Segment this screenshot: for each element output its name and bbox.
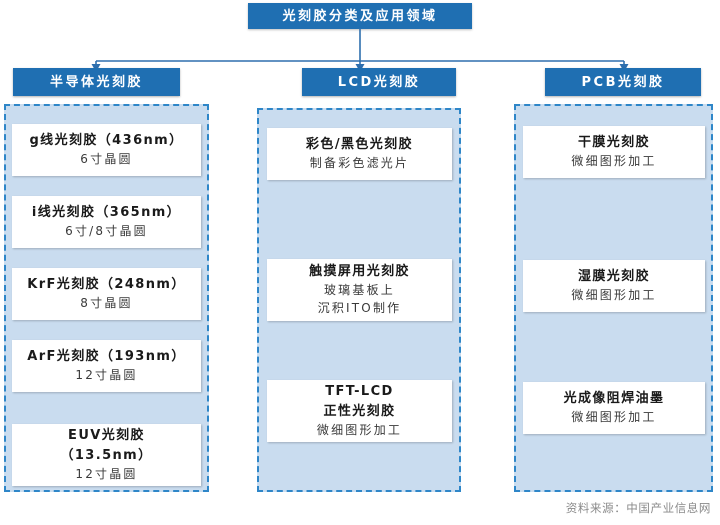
card-line1: i线光刻胶（365nm） bbox=[31, 204, 182, 220]
card-line1: ArF光刻胶（193nm） bbox=[27, 348, 186, 364]
card-line1: 彩色/黑色光刻胶 bbox=[306, 136, 413, 152]
card-item[interactable]: 干膜光刻胶 微细图形加工 bbox=[523, 126, 705, 178]
column-header-label: 半导体光刻胶 bbox=[49, 74, 143, 90]
card-line1: EUV光刻胶 bbox=[68, 427, 145, 443]
card-line1: 干膜光刻胶 bbox=[577, 134, 650, 150]
card-line2: 6寸晶圆 bbox=[80, 152, 133, 167]
card-line2: 微细图形加工 bbox=[571, 288, 657, 303]
card-line2: 微细图形加工 bbox=[571, 410, 657, 425]
card-item[interactable]: 光成像阻焊油墨 微细图形加工 bbox=[523, 382, 705, 434]
card-item[interactable]: 湿膜光刻胶 微细图形加工 bbox=[523, 260, 705, 312]
card-line1: 湿膜光刻胶 bbox=[577, 268, 650, 284]
card-line2: 玻璃基板上 bbox=[323, 283, 395, 298]
card-line2: （13.5nm） bbox=[60, 447, 153, 463]
card-line2: 8寸晶圆 bbox=[80, 296, 133, 311]
card-line3: 12寸晶圆 bbox=[75, 467, 138, 482]
card-line1: 触摸屏用光刻胶 bbox=[309, 263, 410, 279]
card-line1: g线光刻胶（436nm） bbox=[29, 132, 184, 148]
card-line3: 沉积ITO制作 bbox=[317, 301, 402, 316]
card-item[interactable]: 触摸屏用光刻胶 玻璃基板上 沉积ITO制作 bbox=[267, 259, 452, 321]
card-line3: 微细图形加工 bbox=[316, 423, 403, 438]
card-item[interactable]: EUV光刻胶 （13.5nm） 12寸晶圆 bbox=[12, 424, 201, 486]
card-line2: 6寸/8寸晶圆 bbox=[65, 224, 148, 239]
column-header-pcb[interactable]: PCB光刻胶 bbox=[545, 68, 701, 96]
card-item[interactable]: ArF光刻胶（193nm） 12寸晶圆 bbox=[12, 340, 201, 392]
card-line2: 12寸晶圆 bbox=[75, 368, 138, 383]
column-header-semiconductor[interactable]: 半导体光刻胶 bbox=[13, 68, 180, 96]
card-item[interactable]: i线光刻胶（365nm） 6寸/8寸晶圆 bbox=[12, 196, 201, 248]
column-header-lcd[interactable]: LCD光刻胶 bbox=[302, 68, 456, 96]
card-line1: 光成像阻焊油墨 bbox=[563, 390, 665, 406]
card-item[interactable]: 彩色/黑色光刻胶 制备彩色滤光片 bbox=[267, 128, 452, 180]
card-item[interactable]: KrF光刻胶（248nm） 8寸晶圆 bbox=[12, 268, 201, 320]
card-line2: 微细图形加工 bbox=[571, 154, 657, 169]
card-line2: 制备彩色滤光片 bbox=[309, 156, 410, 171]
column-header-label: LCD光刻胶 bbox=[337, 74, 421, 90]
diagram-title-label: 光刻胶分类及应用领域 bbox=[282, 8, 438, 24]
diagram-title: 光刻胶分类及应用领域 bbox=[248, 3, 472, 29]
card-line1: KrF光刻胶（248nm） bbox=[27, 276, 186, 292]
source-note: 资料来源：中国产业信息网 bbox=[565, 501, 711, 515]
card-line1: TFT-LCD bbox=[325, 383, 394, 399]
card-line2: 正性光刻胶 bbox=[323, 403, 396, 419]
column-header-label: PCB光刻胶 bbox=[581, 74, 665, 90]
card-item[interactable]: g线光刻胶（436nm） 6寸晶圆 bbox=[12, 124, 201, 176]
card-item[interactable]: TFT-LCD 正性光刻胶 微细图形加工 bbox=[267, 380, 452, 442]
